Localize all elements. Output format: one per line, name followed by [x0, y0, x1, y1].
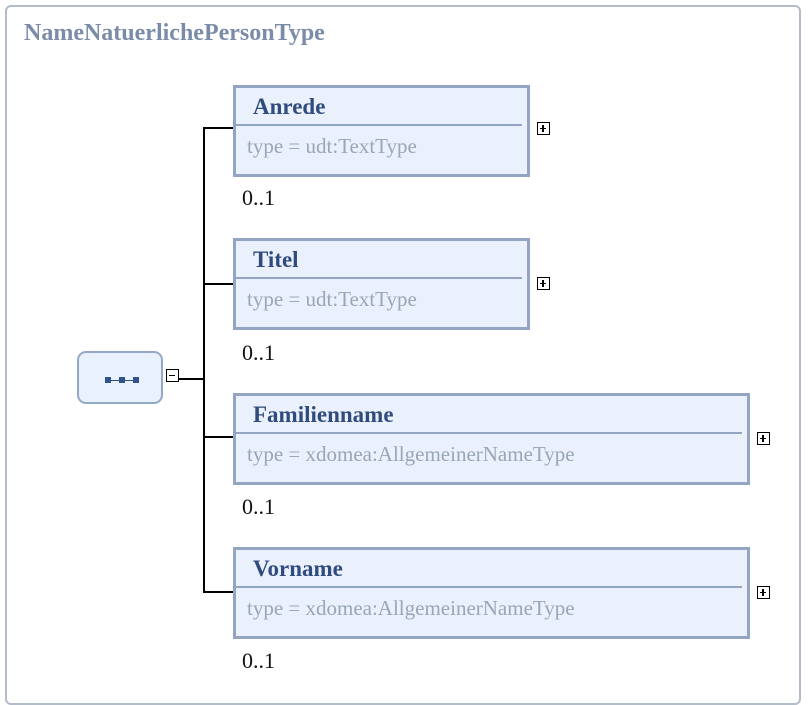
expand-vorname-icon[interactable]	[757, 586, 770, 599]
expand-anrede-icon[interactable]	[537, 122, 550, 135]
connector-line	[203, 591, 236, 593]
expand-titel-icon[interactable]	[537, 277, 550, 290]
element-box-titel[interactable]: Titel type = udt:TextType	[233, 238, 530, 330]
sequence-compositor[interactable]	[77, 351, 163, 404]
connector-line	[179, 378, 204, 380]
element-type: type = udt:TextType	[247, 287, 417, 311]
element-name: Vorname	[253, 556, 343, 581]
cardinality-familienname: 0..1	[242, 494, 275, 519]
cardinality-titel: 0..1	[242, 340, 275, 365]
element-name: Anrede	[253, 94, 326, 119]
element-divider	[236, 432, 742, 434]
element-name: Familienname	[253, 402, 394, 427]
element-type: type = xdomea:AllgemeinerNameType	[247, 442, 575, 466]
element-box-vorname[interactable]: Vorname type = xdomea:AllgemeinerNameTyp…	[233, 547, 750, 639]
element-type: type = udt:TextType	[247, 134, 417, 158]
connector-line	[203, 283, 236, 285]
expand-familienname-icon[interactable]	[757, 432, 770, 445]
element-box-anrede[interactable]: Anrede type = udt:TextType	[233, 85, 530, 177]
element-divider	[236, 586, 742, 588]
connector-line	[203, 436, 236, 438]
element-name: Titel	[253, 247, 299, 272]
element-box-familienname[interactable]: Familienname type = xdomea:AllgemeinerNa…	[233, 393, 750, 485]
complex-type-title: NameNatuerlichePersonType	[24, 20, 325, 46]
connector-line	[203, 127, 236, 129]
collapse-sequence-toggle-icon[interactable]	[166, 369, 179, 382]
element-divider	[236, 124, 522, 126]
sequence-icon	[105, 377, 139, 383]
element-divider	[236, 277, 522, 279]
element-type: type = xdomea:AllgemeinerNameType	[247, 596, 575, 620]
cardinality-vorname: 0..1	[242, 648, 275, 673]
cardinality-anrede: 0..1	[242, 185, 275, 210]
connector-trunk	[203, 127, 205, 593]
